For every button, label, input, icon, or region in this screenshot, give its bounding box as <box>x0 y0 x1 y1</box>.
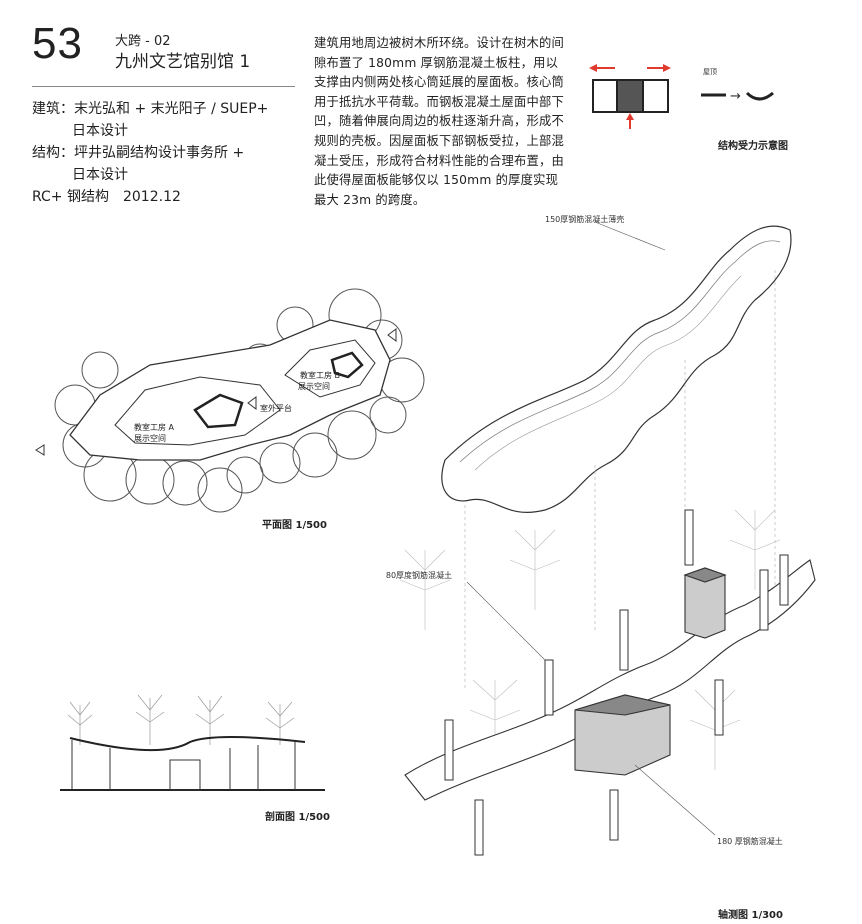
slab-note-leader <box>466 581 546 661</box>
room-b-outline <box>284 339 376 398</box>
left-arrow-icon <box>589 64 615 72</box>
roof-label: 屋顶 <box>703 68 717 76</box>
section-walls <box>71 740 296 791</box>
project-title: 九州文艺馆别馆 1 <box>115 52 251 72</box>
roof-shell <box>441 225 792 513</box>
header-divider <box>32 86 295 87</box>
wall-columns <box>444 509 789 856</box>
room-a-outline <box>114 376 281 446</box>
force-diagram-caption: 结构受力示意图 <box>718 141 788 152</box>
section-drawing <box>60 694 325 791</box>
core-b <box>330 351 364 379</box>
core-a <box>193 393 244 429</box>
entry-triangles <box>35 328 397 456</box>
column-note: 180 厚钢筋混凝土 <box>717 836 783 846</box>
axon-caption: 轴测图 1/300 <box>718 910 783 921</box>
section-caption: 剖面图 1/500 <box>265 812 330 823</box>
section-trees <box>67 694 295 745</box>
plan-caption: 平面图 1/500 <box>262 520 327 531</box>
projection-lines <box>464 270 776 690</box>
slab-note: 9厚钢板+180厚度钢筋混凝土 <box>385 570 452 580</box>
force-diagram: 屋顶 → <box>589 64 774 129</box>
room-b-sublabel: 展示空间 <box>298 381 330 391</box>
room-b-label: 教室工房 B <box>300 370 340 380</box>
credit-architect-cont: 日本设计 <box>72 123 128 139</box>
room-a-sublabel: 展示空间 <box>134 433 166 443</box>
description-text: 建筑用地周边被树木所环绕。设计在树木的间隙布置了 180mm 厚钢筋混凝土板柱，… <box>314 36 564 207</box>
page-number-large: 53 <box>32 19 83 68</box>
plan-outline <box>69 319 391 461</box>
column-note-leader <box>634 764 716 836</box>
category-subtitle: 大跨 - 02 <box>115 34 171 49</box>
curved-roof-icon <box>745 91 774 101</box>
arrow-right-icon: → <box>730 89 741 104</box>
up-arrow-icon <box>626 113 634 129</box>
core-walls <box>574 567 727 776</box>
roof-note-leader <box>594 221 666 251</box>
right-arrow-icon <box>647 64 671 72</box>
axonometric-drawing: 150厚钢筋混凝土薄壳 9厚钢板+180厚度钢筋混凝土 180 厚钢筋混凝土 <box>385 214 816 856</box>
section-roof <box>69 736 306 752</box>
roof-note: 150厚钢筋混凝土薄壳 <box>545 214 624 224</box>
floor-slab <box>404 559 816 801</box>
room-a-label: 教室工房 A <box>134 422 175 432</box>
credit-structure-cont: 日本设计 <box>72 167 128 183</box>
credit-structure: 结构：坪井弘嗣结构设计事务所 + <box>32 145 245 161</box>
credit-architect: 建筑：末光弘和 + 末光阳子 / SUEP+ <box>32 101 269 117</box>
floor-plan: 教室工房 B 展示空间 室外平台 教室工房 A 展示空间 <box>35 288 425 513</box>
credit-meta: RC+ 钢结构 2012.12 <box>32 189 181 205</box>
terrace-label: 室外平台 <box>260 403 292 413</box>
